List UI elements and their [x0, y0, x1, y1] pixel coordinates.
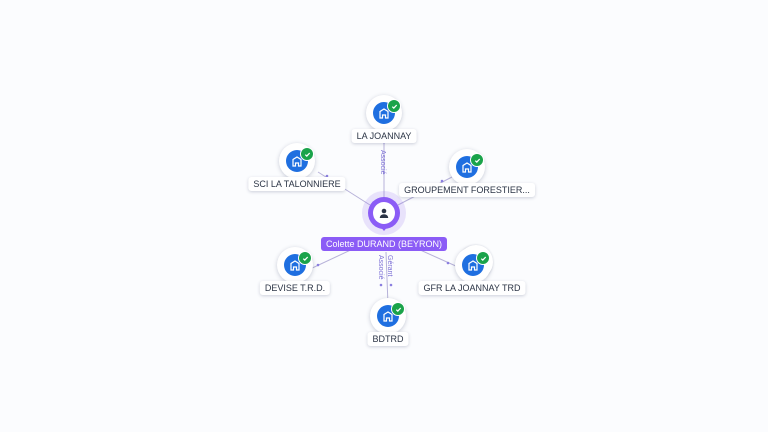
- company-label[interactable]: GFR LA JOANNAY TRD: [418, 281, 526, 295]
- company-node[interactable]: [370, 298, 406, 334]
- verified-check-icon: [476, 251, 490, 265]
- company-label[interactable]: DEVISE T.R.D.: [259, 281, 331, 295]
- marker-tip: [379, 225, 389, 231]
- person-marker: [368, 197, 400, 229]
- verified-check-icon: [391, 302, 405, 316]
- person-node[interactable]: [362, 191, 406, 235]
- edge-label-bdtrd-gerant: Gérant: [386, 255, 393, 276]
- edge-arrow-dot: [379, 283, 383, 287]
- person-icon: [379, 208, 389, 218]
- edge-arrow-dot: [325, 174, 329, 178]
- edge-arrow-dot: [316, 263, 320, 267]
- edge-arrow-dot: [440, 179, 444, 183]
- verified-check-icon: [300, 147, 314, 161]
- company-node[interactable]: [366, 95, 402, 131]
- company-label[interactable]: SCI LA TALONNIERE: [248, 177, 346, 191]
- company-node[interactable]: [449, 149, 485, 185]
- company-node[interactable]: [455, 247, 491, 283]
- verified-check-icon: [470, 153, 484, 167]
- company-node[interactable]: [279, 143, 315, 179]
- company-label[interactable]: LA JOANNAY: [351, 129, 417, 143]
- edge-label-la-joannay: Associé: [379, 150, 386, 175]
- company-label[interactable]: GROUPEMENT FORESTIER...: [399, 183, 535, 197]
- edge-bdtrd: [385, 251, 389, 306]
- verified-check-icon: [298, 251, 312, 265]
- person-label[interactable]: Colette DURAND (BEYRON): [320, 237, 448, 251]
- verified-check-icon: [387, 99, 401, 113]
- company-label[interactable]: BDTRD: [367, 332, 409, 346]
- edge-arrow-dot: [389, 283, 393, 287]
- edge-label-bdtrd-associe: Associé: [377, 255, 384, 280]
- company-node[interactable]: [277, 247, 313, 283]
- edge-arrow-dot: [446, 261, 450, 265]
